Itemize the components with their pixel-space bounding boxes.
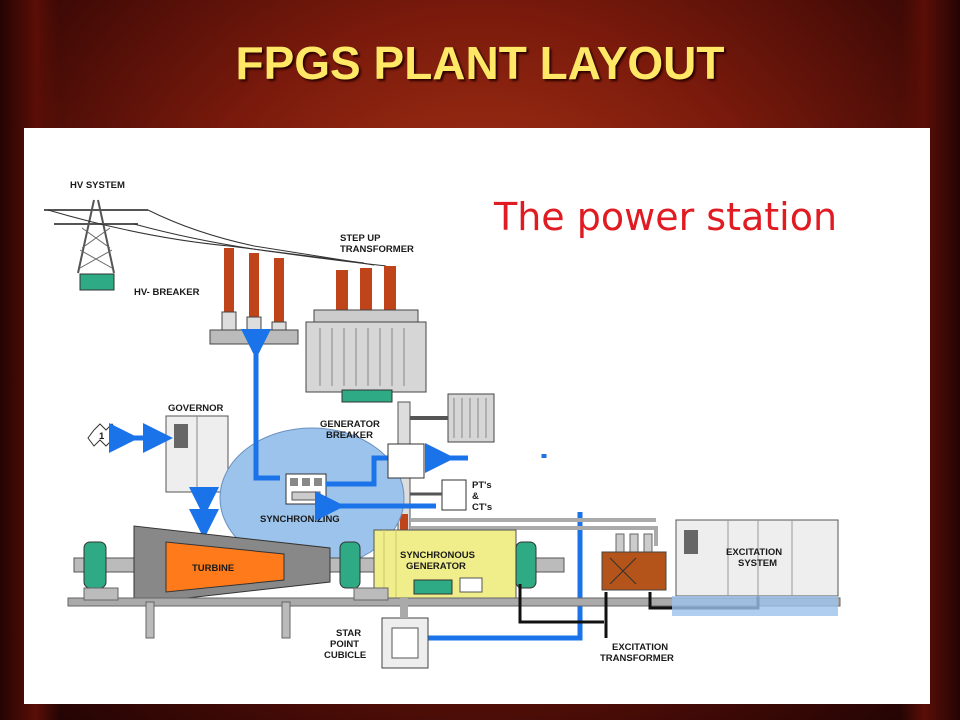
coupling-left: [83, 541, 107, 589]
amp-label: &: [472, 491, 479, 502]
cts-label: CT's: [472, 502, 492, 513]
hv-breaker: [209, 248, 299, 345]
sync-gen-label-1: SYNCHRONOUS: [400, 550, 475, 561]
synchronous-generator: [373, 529, 517, 599]
synchronizing-label: SYNCHRONIZING: [260, 514, 340, 525]
synchronizer-panel: [285, 473, 327, 505]
generator-breaker: [387, 443, 425, 479]
excitation-transformer: [601, 533, 667, 591]
step-up-label-2: TRANSFORMER: [340, 244, 414, 255]
governor-label: GOVERNOR: [168, 403, 224, 414]
diagram-heading: The power station: [493, 195, 837, 239]
diagram-panel: The power station HV SYSTEM HV- BREAKER: [24, 128, 930, 704]
excitation-system-label-1: EXCITATION: [726, 547, 782, 558]
power-station-diagram: The power station HV SYSTEM HV- BREAKER: [44, 180, 841, 669]
turbine: [133, 525, 331, 605]
gen-breaker-label-1: GENERATOR: [320, 419, 380, 430]
pts-label: PT's: [472, 480, 492, 491]
marker-icon: 1: [87, 423, 119, 447]
star-point-label-2: POINT: [330, 639, 359, 650]
pt-ct-box: [441, 479, 467, 511]
bus-section: [400, 514, 408, 532]
marker-label: 1: [99, 431, 105, 442]
floor-base: [67, 597, 841, 607]
auxiliary-transformer: [447, 393, 495, 443]
slide-title: FPGS PLANT LAYOUT: [235, 37, 725, 89]
excitation-system-label-2: SYSTEM: [738, 558, 777, 569]
hv-system-label: HV SYSTEM: [70, 180, 125, 191]
excitation-system: [672, 519, 839, 616]
star-point-window: [391, 627, 419, 659]
star-point-label-1: STAR: [336, 628, 361, 639]
step-up-label-1: STEP UP: [340, 233, 381, 244]
step-up-transformer: [305, 266, 427, 403]
flow-arrows: [189, 329, 583, 641]
excitation-feeders: [410, 518, 658, 546]
star-point-label-3: CUBICLE: [324, 650, 366, 661]
overhead-lines: [47, 209, 387, 267]
governor: [165, 415, 229, 493]
sync-gen-label-2: GENERATOR: [406, 561, 466, 572]
coupling-middle: [339, 541, 361, 589]
turbine-label: TURBINE: [192, 563, 234, 574]
exc-transformer-label-1: EXCITATION: [612, 642, 668, 653]
gen-breaker-label-2: BREAKER: [326, 430, 373, 441]
coupling-right: [515, 541, 537, 589]
hv-breaker-label: HV- BREAKER: [134, 287, 200, 298]
hv-tower-icon: [44, 199, 148, 291]
exc-transformer-label-2: TRANSFORMER: [600, 653, 674, 664]
foundation-legs: [83, 587, 389, 639]
